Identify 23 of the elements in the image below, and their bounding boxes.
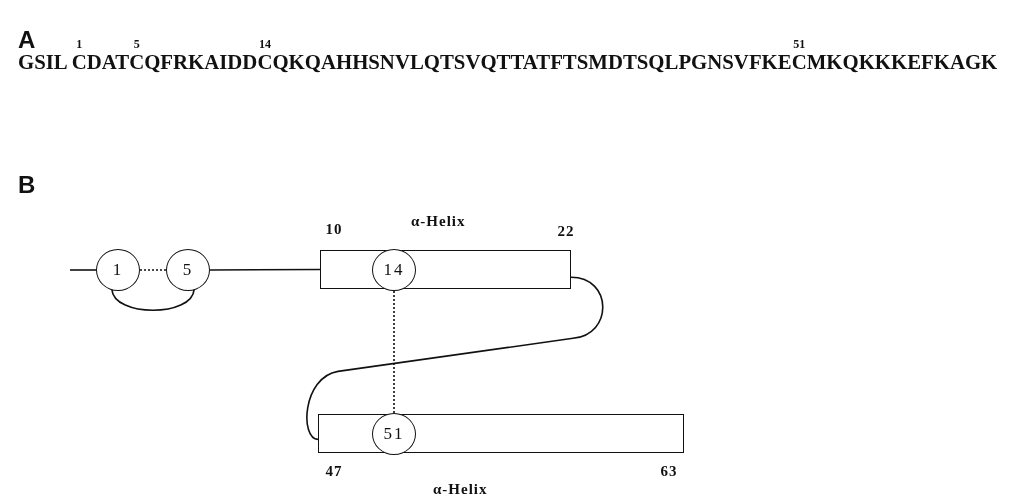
residue-circle: 51 bbox=[372, 413, 416, 455]
chain-line bbox=[111, 288, 195, 312]
chain-line bbox=[306, 276, 604, 441]
residue-number: 51 bbox=[793, 38, 806, 50]
panel-letter: B bbox=[18, 173, 36, 197]
residue-circle: 14 bbox=[372, 249, 416, 291]
chain-line bbox=[69, 269, 97, 271]
dashed-line bbox=[393, 290, 395, 414]
residue-circle: 5 bbox=[166, 249, 210, 291]
panel-letter: A bbox=[18, 28, 36, 52]
sequence-text: GSIL CDATCQFRKAIDDCQKQAHHSNVLQTSVQTTATFTSMDTSQLPGNSVFKECMKQKKKEFKAGK bbox=[18, 52, 998, 72]
residue-number: 14 bbox=[258, 38, 271, 50]
helix-label: α-Helix bbox=[411, 213, 466, 230]
residue-circle: 1 bbox=[96, 249, 140, 291]
residue-number: 47 bbox=[325, 463, 343, 480]
residue-number: 22 bbox=[557, 223, 575, 240]
residue-number: 10 bbox=[325, 221, 343, 238]
residue-number: 1 bbox=[76, 38, 83, 50]
residue-number: 63 bbox=[660, 463, 678, 480]
dashed-line bbox=[139, 269, 167, 271]
residue-number: 5 bbox=[133, 38, 140, 50]
chain-line bbox=[209, 268, 321, 271]
helix-label: α-Helix bbox=[433, 481, 488, 496]
